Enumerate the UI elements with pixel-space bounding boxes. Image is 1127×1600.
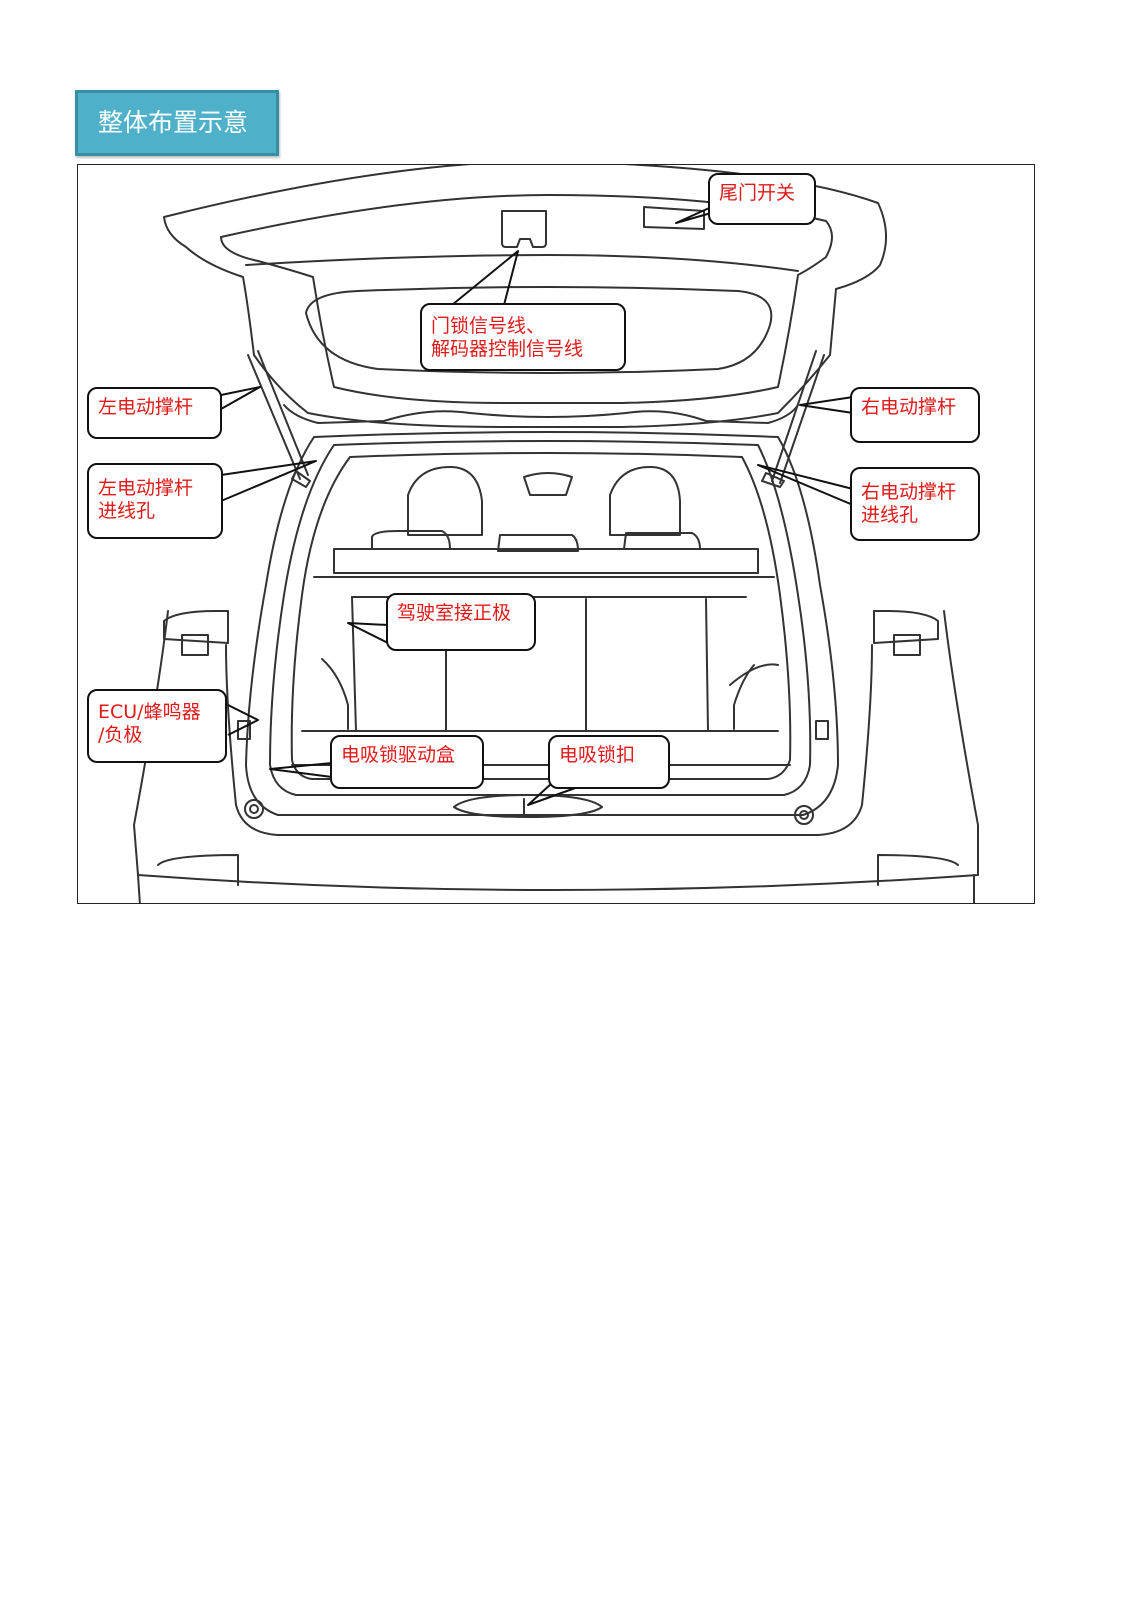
car-rear-illustration xyxy=(133,165,979,903)
callout-left-strut: 左电动撑杆 xyxy=(87,387,222,439)
callout-text: /负极 xyxy=(98,724,143,746)
callout-left-strut-hole: 左电动撑杆 进线孔 xyxy=(87,463,223,539)
callout-text: 尾门开关 xyxy=(719,182,796,204)
callout-text: 右电动撑杆 xyxy=(861,396,957,418)
callout-text: ECU/蜂鸣器 xyxy=(98,701,201,723)
callout-text: 门锁信号线、 xyxy=(431,315,546,337)
callout-lock-signal: 门锁信号线、 解码器控制信号线 xyxy=(420,303,626,371)
callout-right-strut: 右电动撑杆 xyxy=(850,387,980,443)
callout-suction-lock-latch: 电吸锁扣 xyxy=(548,735,670,789)
callout-text: 电吸锁驱动盒 xyxy=(341,744,456,766)
callout-cabin-positive: 驾驶室接正极 xyxy=(386,593,536,651)
callout-text: 驾驶室接正极 xyxy=(397,602,512,624)
callout-right-strut-hole: 右电动撑杆 进线孔 xyxy=(850,467,980,541)
callout-text: 电吸锁扣 xyxy=(559,744,636,766)
callout-ecu-buzzer: ECU/蜂鸣器 /负极 xyxy=(87,689,227,763)
callout-tailgate-switch: 尾门开关 xyxy=(708,173,816,225)
diagram-frame: 尾门开关 门锁信号线、 解码器控制信号线 左电动撑杆 右电动撑杆 左电动撑杆 进… xyxy=(77,164,1035,904)
callout-suction-lock-box: 电吸锁驱动盒 xyxy=(330,735,484,789)
callout-text: 右电动撑杆 xyxy=(861,481,957,503)
callout-text: 进线孔 xyxy=(98,500,156,522)
section-title: 整体布置示意 xyxy=(75,90,279,156)
callout-text: 解码器控制信号线 xyxy=(431,338,584,360)
callout-text: 左电动撑杆 xyxy=(98,477,194,499)
callout-text: 进线孔 xyxy=(861,504,919,526)
callout-text: 左电动撑杆 xyxy=(98,396,194,418)
